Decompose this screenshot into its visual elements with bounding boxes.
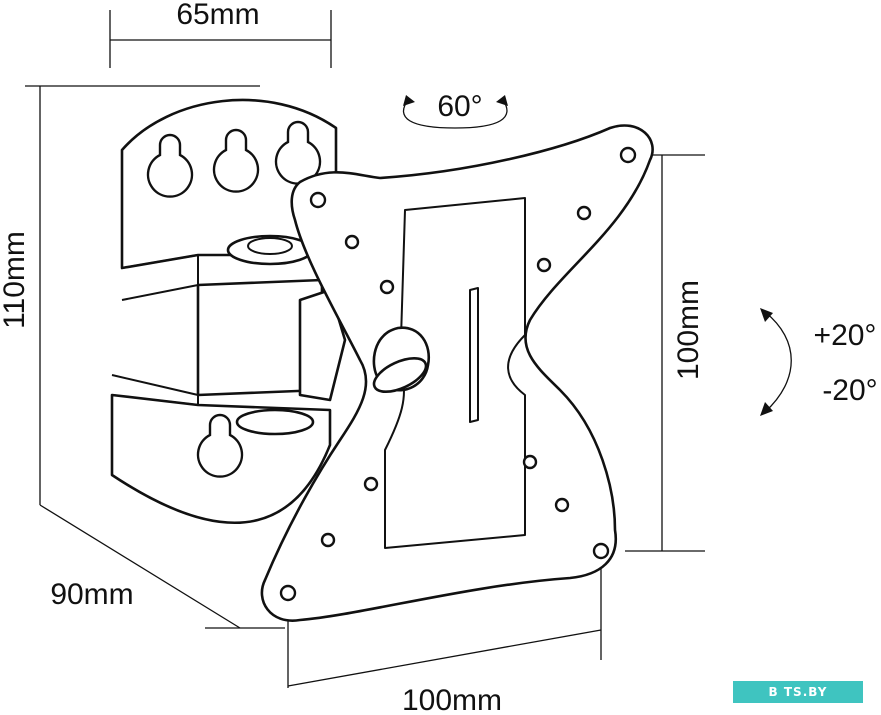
tilt-arrow (760, 308, 792, 416)
wall-plate (110, 98, 347, 525)
plate-width-label: 100mm (402, 684, 502, 715)
watermark-badge: B TS.BY (733, 681, 863, 703)
height-left-label: 110mm (0, 231, 31, 329)
swivel-angle-label: 60° (437, 90, 482, 123)
vesa-plate (260, 124, 654, 622)
plate-height-label: 100mm (672, 280, 705, 380)
depth-label: 90mm (50, 578, 133, 611)
tilt-down-label: -20° (822, 374, 877, 407)
swivel-arrow (402, 95, 508, 129)
tilt-up-label: +20° (814, 319, 877, 352)
width-top-label: 65mm (176, 0, 259, 31)
